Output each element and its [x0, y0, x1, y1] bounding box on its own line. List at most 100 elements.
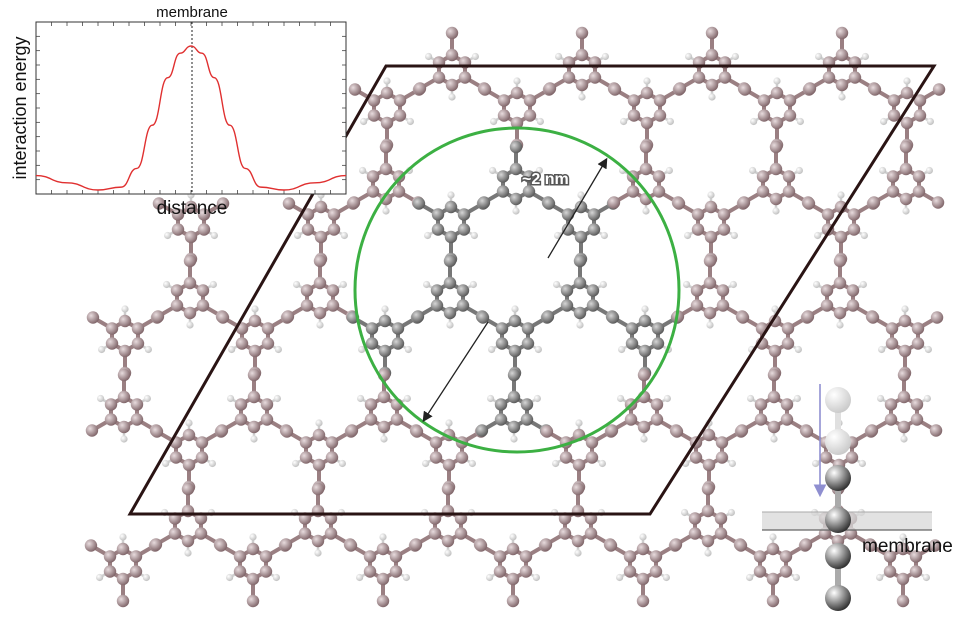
carbon-atom	[672, 197, 686, 210]
carbon-atom	[884, 398, 898, 411]
hydrogen-atom	[793, 394, 801, 403]
hydrogen-atom	[837, 191, 845, 199]
carbon-atom	[455, 451, 469, 464]
carbon-atom	[105, 322, 119, 335]
hydrogen-atom	[899, 533, 907, 541]
carbon-atom	[586, 284, 600, 297]
carbon-atom	[181, 482, 195, 496]
hydrogen-atom	[576, 321, 584, 329]
carbon-atom	[496, 185, 510, 198]
carbon-atom	[431, 208, 445, 221]
hydrogen-atom	[662, 573, 670, 582]
carbon-atom	[442, 458, 456, 472]
carbon-atom	[365, 322, 379, 335]
carbon-atom	[845, 451, 859, 464]
carbon-atom	[327, 208, 341, 221]
hydrogen-atom	[227, 394, 235, 403]
carbon-atom	[457, 208, 471, 221]
carbon-atom	[637, 420, 651, 434]
carbon-atom	[325, 451, 339, 464]
carbon-atom	[391, 322, 405, 335]
carbon-atom	[301, 223, 315, 236]
hydrogen-atom	[144, 345, 152, 354]
hydrogen-atom	[704, 549, 712, 557]
carbon-atom	[117, 420, 131, 434]
carbon-atom	[562, 71, 576, 84]
carbon-atom	[900, 116, 914, 130]
hydrogen-atom	[533, 394, 541, 403]
carbon-atom	[766, 594, 780, 608]
framework-molecule	[734, 533, 812, 608]
hydrogen-atom	[578, 93, 586, 101]
carbon-atom	[196, 284, 210, 297]
carbon-atom	[104, 413, 118, 426]
carbon-atom	[521, 337, 535, 350]
hydrogen-atom	[924, 345, 932, 354]
carbon-atom	[510, 86, 524, 100]
carbon-atom	[717, 223, 731, 236]
carbon-atom	[586, 299, 600, 312]
hydrogen-atom	[274, 345, 282, 354]
carbon-atom	[522, 185, 536, 198]
carbon-atom	[311, 482, 325, 496]
carbon-atom	[299, 436, 313, 449]
carbon-atom	[443, 254, 457, 268]
carbon-atom	[300, 284, 314, 297]
carbon-atom	[389, 565, 403, 578]
hydrogen-atom	[730, 231, 738, 240]
carbon-atom	[390, 413, 404, 426]
carbon-atom	[559, 451, 573, 464]
carbon-atom	[833, 276, 847, 290]
hydrogen-atom	[772, 207, 780, 215]
carbon-atom	[913, 109, 927, 122]
carbon-atom	[85, 424, 99, 437]
carbon-atom	[247, 390, 261, 404]
carbon-atom	[171, 223, 185, 236]
hydrogen-atom	[923, 394, 931, 403]
carbon-atom	[493, 565, 507, 578]
carbon-atom	[445, 26, 459, 40]
carbon-atom	[587, 208, 601, 221]
carbon-atom	[312, 458, 326, 472]
carbon-atom	[379, 192, 393, 206]
carbon-atom	[506, 594, 520, 608]
hydrogen-atom	[471, 52, 479, 61]
carbon-atom	[456, 284, 470, 297]
carbon-atom	[314, 200, 328, 214]
hydrogen-atom	[880, 117, 888, 126]
carbon-atom	[754, 413, 768, 426]
hydrogen-atom	[513, 77, 521, 85]
hydrogen-atom	[666, 117, 674, 126]
carbon-atom	[715, 451, 729, 464]
carbon-atom	[846, 284, 860, 297]
carbon-atom	[883, 565, 897, 578]
framework-molecule	[866, 305, 944, 380]
carbon-atom	[573, 276, 587, 290]
carbon-atom	[279, 538, 293, 551]
carbon-atom	[638, 344, 652, 358]
carbon-atom	[456, 299, 470, 312]
framework-molecule	[347, 140, 425, 215]
carbon-atom	[703, 276, 717, 290]
carbon-atom	[652, 185, 666, 198]
framework-molecule	[868, 77, 946, 152]
carbon-atom	[714, 512, 728, 525]
carbon-atom	[86, 311, 100, 324]
hydrogen-atom	[273, 394, 281, 403]
carbon-atom	[428, 527, 442, 540]
hydrogen-atom	[251, 305, 259, 313]
carbon-atom	[702, 458, 716, 472]
carbon-atom	[624, 413, 638, 426]
carbon-atom	[363, 550, 377, 563]
carbon-atom	[494, 398, 508, 411]
hydrogen-atom	[770, 435, 778, 443]
carbon-atom	[410, 425, 424, 438]
carbon-atom	[130, 413, 144, 426]
carbon-atom	[432, 71, 446, 84]
hydrogen-atom	[314, 549, 322, 557]
carbon-atom	[364, 398, 378, 411]
pore-diameter-arrow-lower	[422, 321, 489, 423]
hydrogen-atom	[356, 573, 364, 582]
carbon-atom	[799, 538, 813, 551]
hydrogen-atom	[185, 419, 193, 427]
